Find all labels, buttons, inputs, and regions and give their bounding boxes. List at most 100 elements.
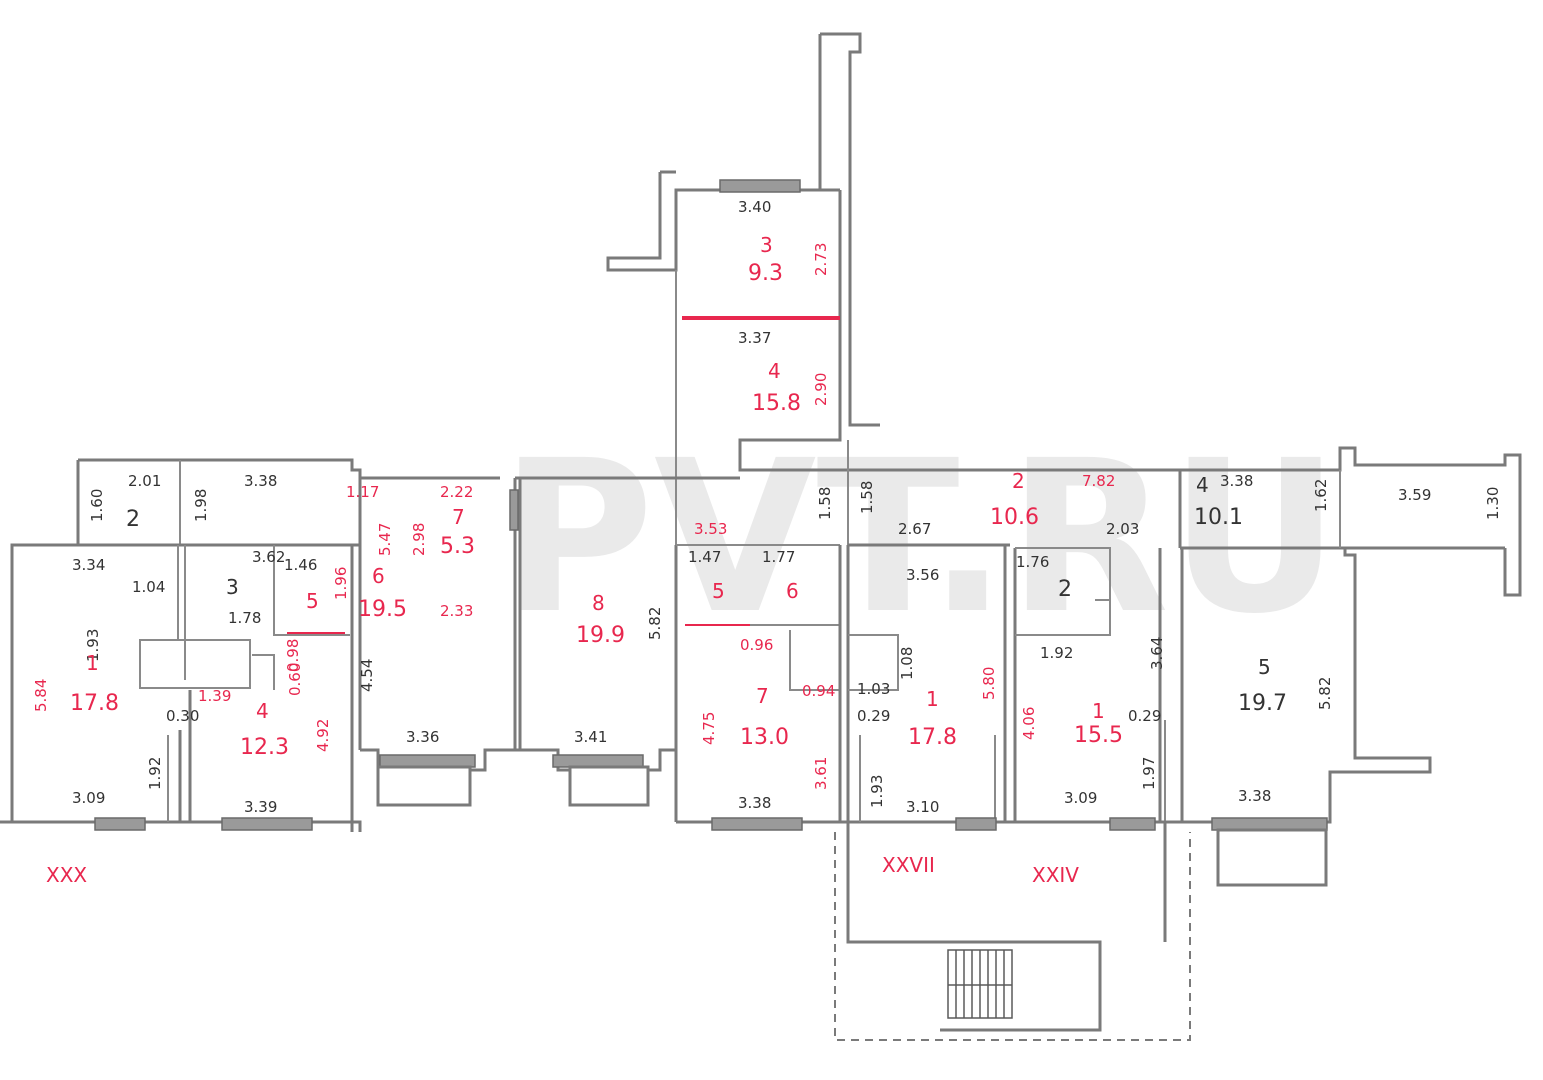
- dimension-label: 3.39: [244, 798, 277, 816]
- dimension-label: 3.38: [244, 472, 277, 490]
- room-number: 3: [226, 575, 239, 599]
- room-labels: 3 9.3 4 15.8 2 10.6 4 10.1 2 7 5.3 6 19.…: [70, 233, 1287, 760]
- dimension-label: 3.38: [1238, 787, 1271, 805]
- room-number: 2: [1012, 469, 1025, 493]
- dimension-label: 2.01: [128, 472, 161, 490]
- red-dimension: 5.47: [376, 523, 394, 556]
- room-area: 13.0: [740, 725, 789, 750]
- room-area: 12.3: [240, 735, 289, 760]
- red-dimension: 0.98: [284, 639, 302, 672]
- dimension-label: 1.03: [857, 680, 890, 698]
- windows: [94, 179, 1328, 831]
- room-area: 19.5: [358, 597, 407, 622]
- dimension-label: 1.92: [1040, 644, 1073, 662]
- room-number: 1: [1092, 699, 1105, 723]
- red-dimension: 0.60: [286, 663, 304, 696]
- room-area: 17.8: [908, 725, 957, 750]
- section-label: XXX: [46, 863, 87, 887]
- dimension-label: 1.58: [816, 487, 834, 520]
- dimension-label: 2.03: [1106, 520, 1139, 538]
- room-number: 1: [926, 687, 939, 711]
- dimension-label: 3.09: [72, 789, 105, 807]
- section-label: XXVII: [882, 853, 935, 877]
- dimension-label: 1.08: [898, 647, 916, 680]
- red-dimension: 2.33: [440, 602, 473, 620]
- dimension-label: 3.38: [738, 794, 771, 812]
- red-dimension: 3.61: [812, 757, 830, 790]
- dimension-label: 1.30: [1484, 487, 1502, 520]
- section-label: XXIV: [1032, 863, 1079, 887]
- red-dimension-labels: 2.73 2.90 7.82 1.17 2.22 3.53 2.33 0.96 …: [32, 243, 1115, 790]
- room-number: 5: [712, 579, 725, 603]
- room-area: 15.5: [1074, 723, 1123, 748]
- dimension-label: 3.41: [574, 728, 607, 746]
- red-dimension: 2.98: [410, 523, 428, 556]
- red-dimension: 5.84: [32, 679, 50, 712]
- room-area: 17.8: [70, 691, 119, 716]
- room-number: 2: [1058, 577, 1072, 602]
- dimension-label: 3.64: [1148, 637, 1166, 670]
- room-number: 4: [1196, 473, 1209, 497]
- red-dimension: 1.39: [198, 687, 231, 705]
- room-area: 9.3: [748, 261, 783, 286]
- room-number: 7: [756, 684, 769, 708]
- room-number: 7: [452, 505, 465, 529]
- dimension-label: 1.78: [228, 609, 261, 627]
- red-dimension: 0.96: [740, 636, 773, 654]
- dimension-label: 5.82: [1316, 677, 1334, 710]
- room-number: 8: [592, 591, 605, 615]
- room-area: 15.8: [752, 391, 801, 416]
- dimension-label: 0.29: [857, 707, 890, 725]
- dimension-label: 1.60: [88, 489, 106, 522]
- stairs: [947, 949, 1013, 1019]
- dimension-label: 3.10: [906, 798, 939, 816]
- room-area: 10.1: [1194, 505, 1243, 530]
- dimension-label: 3.36: [406, 728, 439, 746]
- room-number: 5: [1258, 655, 1271, 679]
- dimension-label: 3.62: [252, 548, 285, 566]
- dimension-label: 1.62: [1312, 479, 1330, 512]
- dimension-label: 1.93: [868, 775, 886, 808]
- red-dimension: 4.06: [1020, 707, 1038, 740]
- room-number: 6: [786, 579, 799, 603]
- red-dimension: 2.73: [812, 243, 830, 276]
- red-dimension: 5.80: [980, 667, 998, 700]
- red-dimension: 1.17: [346, 483, 379, 501]
- room-number: 3: [760, 233, 773, 257]
- room-number: 2: [126, 507, 140, 532]
- red-dimension: 2.22: [440, 483, 473, 501]
- red-dimension: 3.53: [694, 520, 727, 538]
- dimension-label: 3.34: [72, 556, 105, 574]
- balconies: [376, 765, 1328, 887]
- dimension-label: 1.92: [146, 757, 164, 790]
- section-labels: XXX XXVII XXIV: [46, 853, 1079, 887]
- room-number: 1: [86, 651, 99, 675]
- dimension-label: 0.29: [1128, 707, 1161, 725]
- room-area: 5.3: [440, 534, 475, 559]
- dimension-label: 1.98: [192, 489, 210, 522]
- dimension-label: 1.76: [1016, 553, 1049, 571]
- red-dimension: 1.96: [332, 567, 350, 600]
- dimension-label: 3.38: [1220, 472, 1253, 490]
- dimension-label: 3.09: [1064, 789, 1097, 807]
- dimension-label: 1.97: [1140, 757, 1158, 790]
- dimension-label: 3.56: [906, 566, 939, 584]
- room-area: 10.6: [990, 505, 1039, 530]
- watermark: PVT.RU: [500, 415, 1340, 660]
- dimension-label: 1.58: [858, 481, 876, 514]
- room-area: 19.7: [1238, 691, 1287, 716]
- dimension-label: 1.46: [284, 556, 317, 574]
- walls: [0, 32, 1522, 1041]
- dimension-label: 1.93: [84, 629, 102, 662]
- dimension-label: 1.77: [762, 548, 795, 566]
- red-dimension: 2.90: [812, 373, 830, 406]
- red-dimension: 4.75: [700, 712, 718, 745]
- room-number: 4: [768, 359, 781, 383]
- dimension-label: 2.67: [898, 520, 931, 538]
- room-number: 6: [372, 564, 385, 588]
- dimension-label: 0.30: [166, 707, 199, 725]
- dimension-label: 3.37: [738, 329, 771, 347]
- room-number: 4: [256, 699, 269, 723]
- dimension-label: 5.82: [646, 607, 664, 640]
